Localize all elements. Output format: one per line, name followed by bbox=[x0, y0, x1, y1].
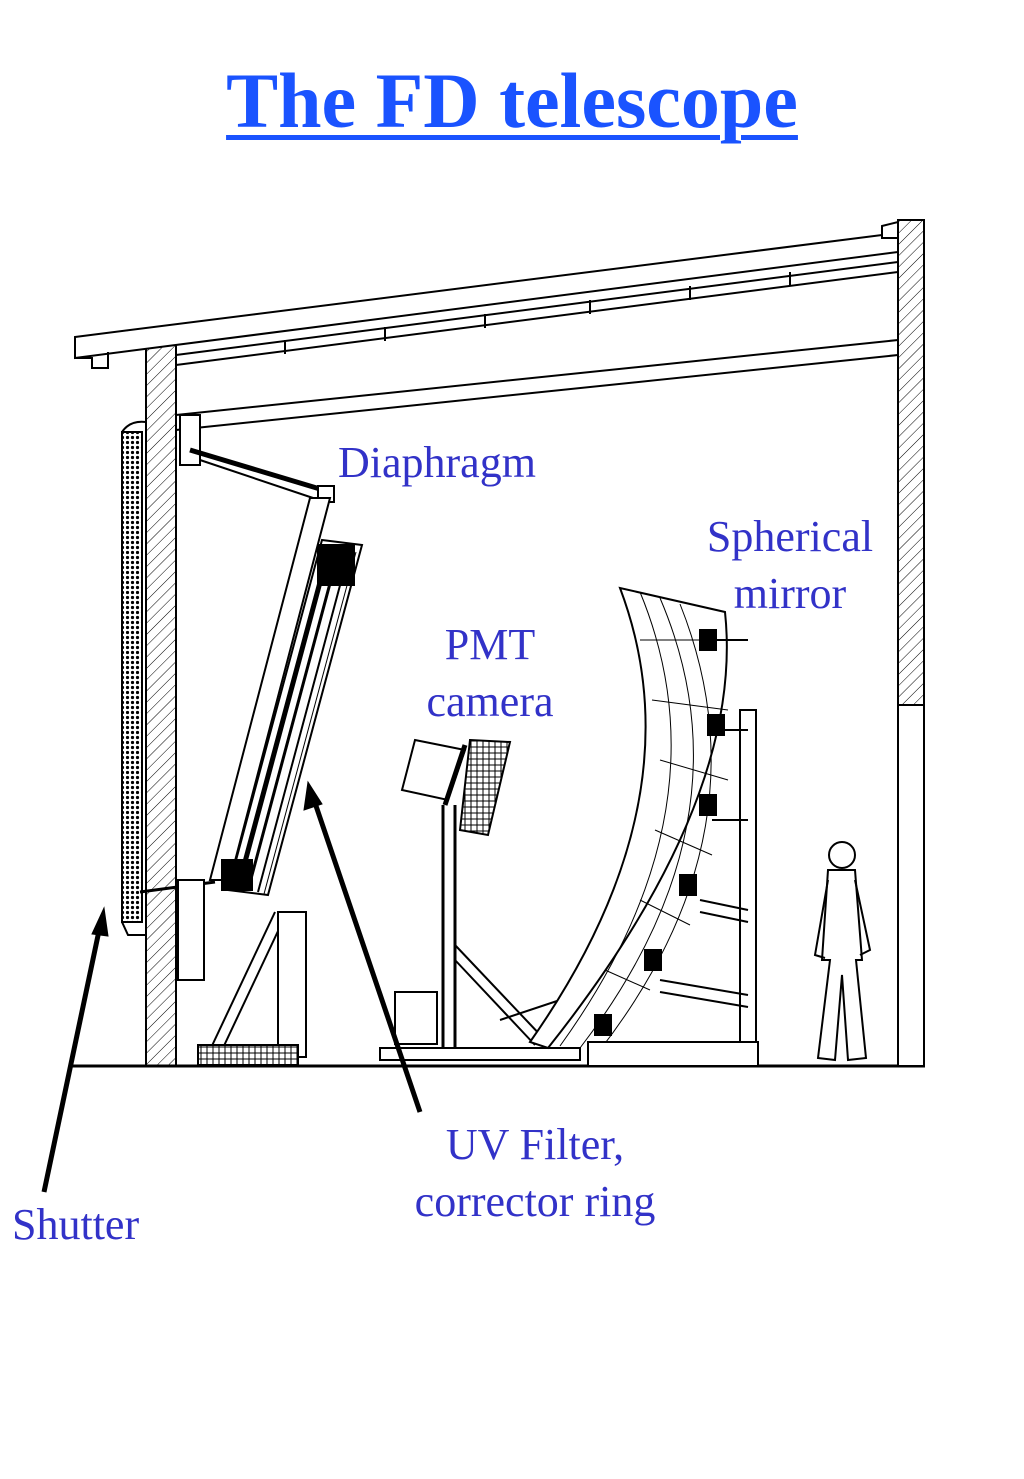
spherical-mirror bbox=[528, 586, 759, 1067]
diaphragm-label: Diaphragm bbox=[338, 434, 536, 491]
shutter-arrow-line bbox=[41, 925, 103, 1193]
pmt-camera-assembly bbox=[379, 738, 591, 1061]
diaphragm-assembly bbox=[139, 414, 364, 1066]
shutter-label-text: Shutter bbox=[12, 1200, 140, 1249]
person-figure bbox=[813, 841, 872, 1062]
spherical-mirror-label: Spherical mirror bbox=[690, 508, 890, 622]
shutter-arrowhead bbox=[91, 906, 109, 937]
pmt-camera-label-line1: PMT bbox=[444, 620, 536, 669]
roof bbox=[74, 220, 899, 431]
uv-filter-label-line2: corrector ring bbox=[414, 1177, 656, 1227]
pmt-camera-label: PMT camera bbox=[405, 616, 575, 730]
spherical-mirror-label-line2: mirror bbox=[733, 569, 847, 619]
uv-filter-label-line1: UV Filter, bbox=[445, 1120, 625, 1169]
page-title: The FD telescope bbox=[226, 57, 798, 144]
shutter-label: Shutter bbox=[12, 1196, 139, 1253]
building-structure bbox=[70, 219, 925, 1068]
uv-filter-label: UV Filter, corrector ring bbox=[380, 1116, 690, 1230]
right-wall bbox=[897, 219, 925, 706]
pointer-arrows bbox=[41, 780, 423, 1193]
diaphragm-label-text: Diaphragm bbox=[338, 438, 536, 487]
left-wall bbox=[145, 339, 177, 1067]
spherical-mirror-label-line1: Spherical bbox=[706, 512, 874, 561]
uv-filter-arrow-line bbox=[311, 799, 423, 1113]
uv-filter-arrowhead bbox=[303, 780, 323, 811]
pmt-camera-label-line2: camera bbox=[426, 677, 554, 727]
shutter-panel bbox=[121, 420, 147, 936]
